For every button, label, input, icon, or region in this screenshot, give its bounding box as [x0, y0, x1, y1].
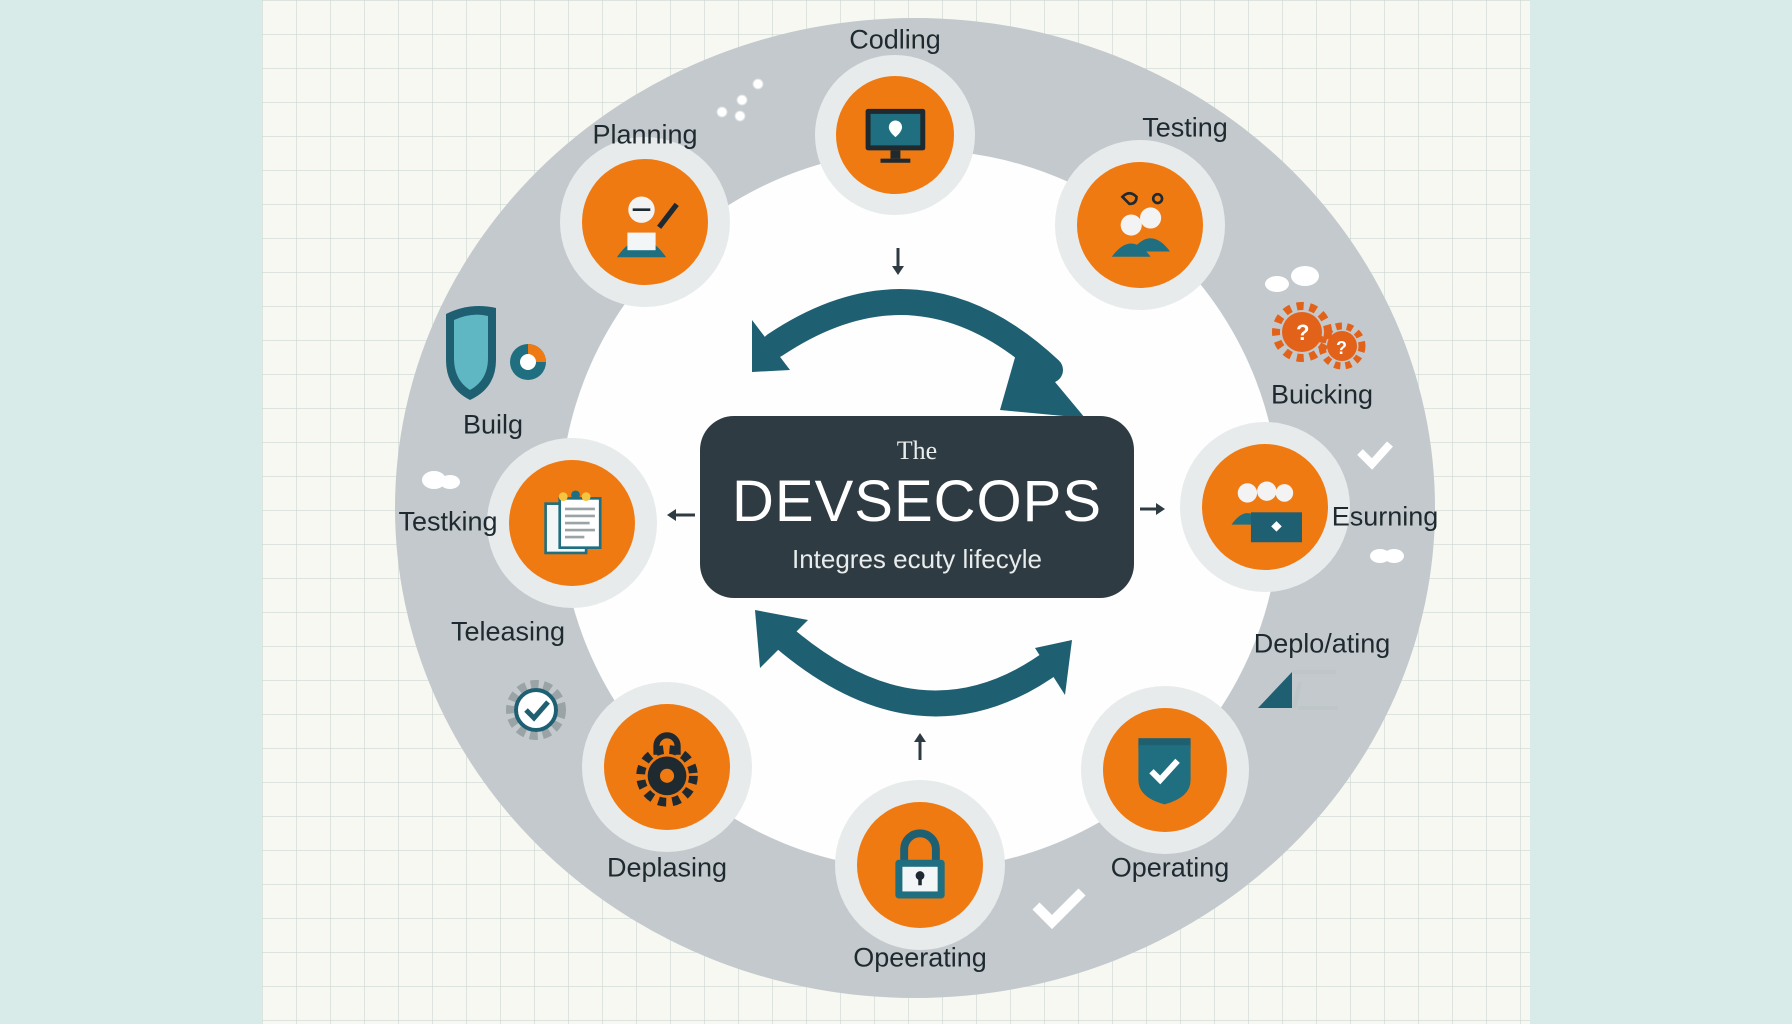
stage-label-codling: Codling	[849, 24, 941, 55]
small-up-arrow	[914, 733, 926, 742]
stage-node-planning	[560, 137, 730, 307]
top-arrowhead-left	[752, 320, 790, 372]
stage-label-operating: Operating	[1110, 852, 1230, 883]
stage-label-testing: Testing	[1142, 112, 1228, 143]
small-down-arrow	[892, 266, 904, 275]
bottom-arc-arrow	[762, 617, 1068, 717]
check-mark-icon	[1032, 888, 1086, 930]
stage-node-esurning	[1180, 422, 1350, 592]
stage-label-deplasing: Deplasing	[606, 852, 728, 883]
shield-check-icon	[1138, 738, 1192, 805]
cloud-icon	[1265, 266, 1319, 292]
stage-node-operating	[1081, 686, 1249, 854]
dots-decoration	[716, 78, 764, 122]
stage-label-testking: Testking	[398, 506, 498, 537]
top-arrowhead-right	[1000, 340, 1085, 418]
stage-node-opeerating	[835, 780, 1005, 950]
center-small-text: The	[896, 436, 938, 465]
stage-node-codling	[815, 55, 975, 215]
flag-icon	[1258, 670, 1338, 710]
gear-check-icon	[506, 680, 566, 740]
document-icon	[544, 490, 602, 555]
center-title: DEVSECOPS	[732, 469, 1102, 534]
small-left-arrow	[667, 509, 676, 521]
monitor-icon	[865, 108, 925, 163]
bottom-arrowhead-left	[755, 610, 808, 668]
stage-label-builg: Builg	[462, 409, 524, 440]
center-panel: The DEVSECOPS Integres ecuty lifecyle	[700, 416, 1134, 598]
team-laptop-icon	[1231, 481, 1302, 543]
stage-label-esurning: Esurning	[1331, 501, 1439, 532]
svg-text:?: ?	[1296, 320, 1309, 345]
stage-node-testking	[487, 438, 657, 608]
stage-label-deploating: Deplo/ating	[1253, 628, 1391, 659]
cloud-icon	[1370, 549, 1404, 563]
team-icon	[1111, 191, 1170, 257]
svg-text:?: ?	[1336, 338, 1347, 358]
stage-node-testing	[1055, 140, 1225, 310]
shield-icon	[446, 306, 546, 400]
stage-label-planning: Planning	[592, 119, 698, 150]
top-arc-arrow	[762, 289, 1063, 383]
small-right-arrow	[1156, 503, 1165, 515]
stage-label-teleasing: Teleasing	[450, 616, 566, 647]
gears-icon: ? ?	[1272, 302, 1366, 370]
gear-lock-icon	[636, 732, 698, 807]
user-pen-icon	[616, 196, 679, 258]
stage-label-buicking: Buicking	[1270, 379, 1374, 410]
cloud-icon	[422, 471, 460, 489]
center-subtitle: Integres ecuty lifecyle	[791, 544, 1042, 574]
padlock-icon	[895, 829, 945, 899]
bottom-arrowhead-right	[1035, 640, 1072, 695]
check-mark-icon	[1357, 441, 1393, 470]
stage-node-deplasing	[582, 682, 752, 852]
stage-label-opeerating: Opeerating	[853, 942, 987, 973]
